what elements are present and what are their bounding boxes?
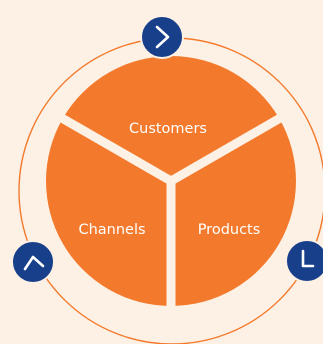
nav-button-left[interactable] <box>11 240 55 284</box>
nav-button-right[interactable] <box>285 239 323 283</box>
segment-dividers <box>57 113 285 310</box>
nav-button-top-circle <box>140 15 184 59</box>
divider-line <box>168 113 285 185</box>
segment-customers[interactable] <box>62 56 280 181</box>
segment-label-products: Products <box>198 222 261 238</box>
nav-button-left-circle <box>11 240 55 284</box>
chevron-up-icon <box>23 255 45 271</box>
chevron-right-icon <box>155 25 170 49</box>
divider-line <box>57 113 174 185</box>
nav-button-top[interactable] <box>140 15 184 59</box>
segment-label-channels: Channels <box>78 222 145 238</box>
segment-label-customers: Customers <box>129 121 207 137</box>
chevron-down-left-icon <box>301 249 315 268</box>
nav-button-right-circle <box>285 239 323 283</box>
